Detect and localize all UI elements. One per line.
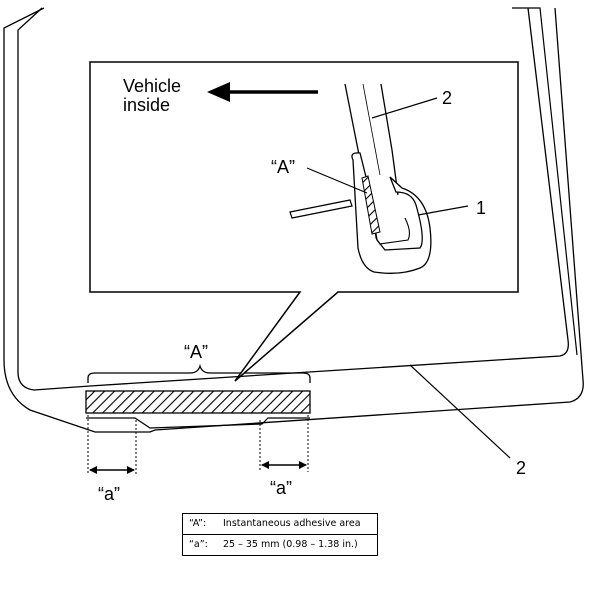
direction-arrow-head bbox=[207, 82, 230, 102]
direction-label-line2: inside bbox=[123, 95, 170, 115]
body-panel-inner-edge bbox=[17, 7, 569, 391]
glass-lower-edge bbox=[86, 417, 310, 429]
brace-area-A bbox=[87, 363, 311, 383]
legend-text-A: Instantaneous adhesive area bbox=[223, 518, 361, 529]
dim-a-left-arrow-l bbox=[89, 466, 97, 474]
adhesive-bead-hatched bbox=[85, 390, 311, 414]
inset-pin bbox=[289, 199, 353, 219]
leader-part-2-inset bbox=[371, 97, 438, 119]
inset-glass-right bbox=[380, 83, 399, 196]
legend-row: “a”: 25 – 35 mm (0.98 – 1.38 in.) bbox=[182, 534, 378, 556]
dim-a-right-arrow-r bbox=[299, 461, 307, 469]
inset-glass-center bbox=[362, 83, 381, 176]
callout-a-right: “a” bbox=[270, 478, 292, 498]
dim-a-right-arrow-l bbox=[261, 461, 269, 469]
leader-part-1 bbox=[417, 205, 469, 216]
part-1-label: 1 bbox=[476, 198, 486, 218]
inset-callout-box bbox=[89, 61, 519, 382]
part-2-inset-label: 2 bbox=[442, 88, 452, 108]
body-panel-outline bbox=[3, 7, 584, 433]
leader-part-2-main bbox=[409, 364, 511, 459]
callout-A-main: “A” bbox=[184, 342, 208, 362]
part-2-main-label: 2 bbox=[516, 458, 526, 478]
legend-row: “A”: Instantaneous adhesive area bbox=[183, 514, 378, 535]
direction-label-line1: Vehicle bbox=[123, 76, 181, 96]
legend-table: “A”: Instantaneous adhesive area “a”: 25… bbox=[182, 513, 378, 556]
body-panel-side-edge bbox=[512, 7, 578, 356]
dim-a-left-arrow-r bbox=[127, 466, 135, 474]
legend-symbol-a: “a”: bbox=[182, 534, 217, 556]
leader-area-A-inset bbox=[306, 167, 368, 194]
callout-a-left: “a” bbox=[98, 484, 120, 504]
inset-adhesive-hatch bbox=[361, 175, 381, 235]
legend-text-a: 25 – 35 mm (0.98 – 1.38 in.) bbox=[217, 534, 378, 556]
legend-symbol-A: “A”: bbox=[189, 518, 207, 529]
callout-A-inset: “A” bbox=[271, 157, 295, 177]
